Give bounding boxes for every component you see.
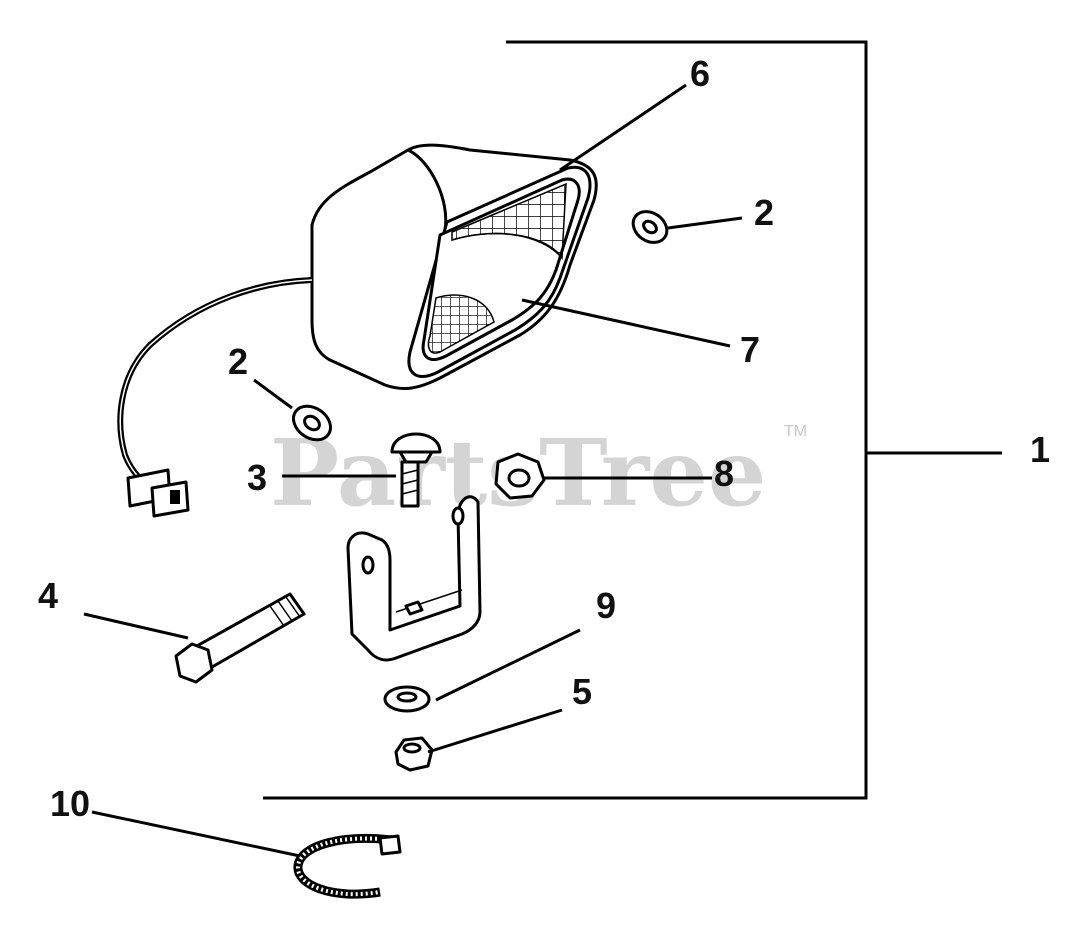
callout-5: 5 xyxy=(572,671,592,712)
callout-2-left: 2 xyxy=(228,341,248,382)
washer-left xyxy=(291,404,333,442)
callout-2-upper: 2 xyxy=(754,192,774,233)
wire-harness xyxy=(117,277,313,488)
callout-6: 6 xyxy=(690,53,710,94)
flat-washer xyxy=(383,685,431,713)
mounting-bracket xyxy=(346,495,482,662)
callout-8: 8 xyxy=(714,453,734,494)
carriage-bolt xyxy=(390,432,442,508)
callout-10: 10 xyxy=(50,783,90,824)
leader-lines xyxy=(83,83,743,858)
lock-nut xyxy=(394,736,434,772)
work-light-housing xyxy=(310,143,598,390)
callout-1: 1 xyxy=(1030,429,1050,470)
callout-labels: 1 2 2 3 4 5 6 7 8 9 10 xyxy=(38,53,1050,824)
wire-connector xyxy=(126,468,190,518)
callout-4: 4 xyxy=(38,575,58,616)
callout-7: 7 xyxy=(740,329,760,370)
hex-bolt xyxy=(174,592,306,684)
washer-upper xyxy=(631,210,669,244)
callout-9: 9 xyxy=(596,585,616,626)
watermark-trademark: TM xyxy=(784,423,807,440)
callout-3: 3 xyxy=(247,457,267,498)
flange-nut xyxy=(494,452,546,500)
assembly-bracket xyxy=(263,40,1002,800)
cable-tie xyxy=(293,833,402,899)
